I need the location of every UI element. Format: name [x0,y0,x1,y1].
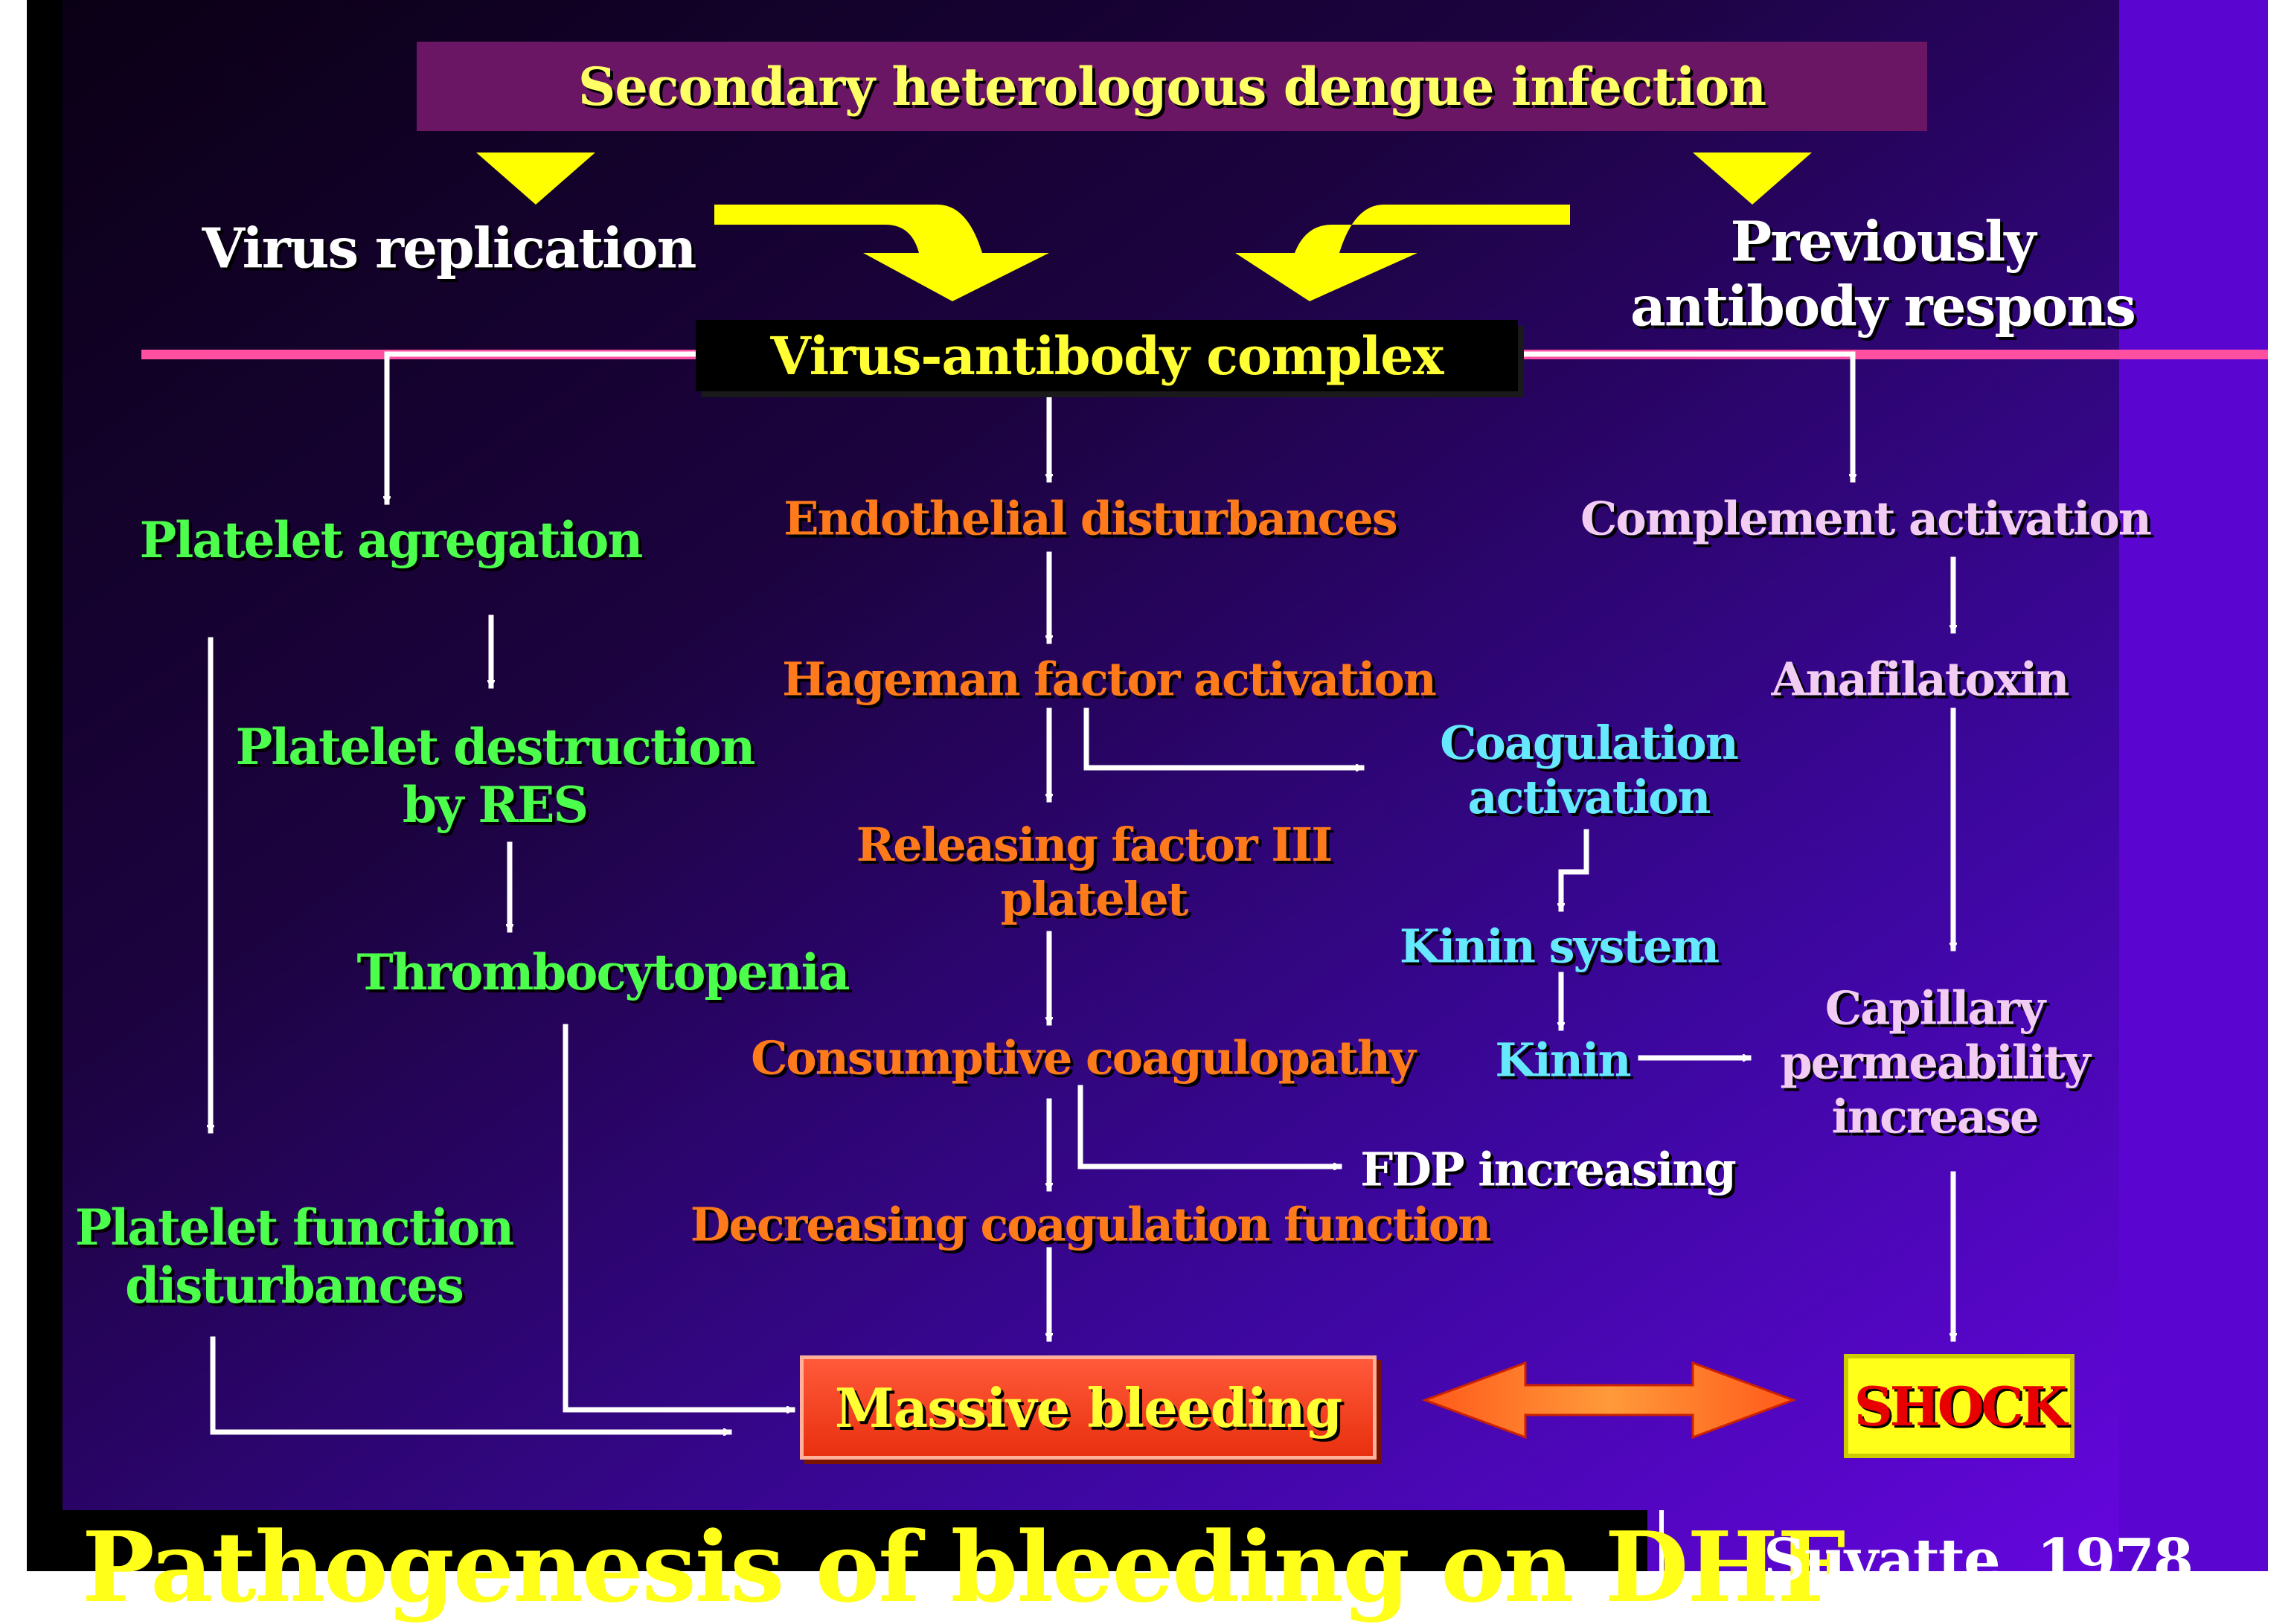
virus-antibody-complex-label: Virus-antibody complex [770,324,1444,387]
footer-title: Pathogenesis of bleeding on DHF [82,1510,1846,1624]
connector-function-to-bleeding [210,1336,732,1432]
capillary-label: Capillary permeability increase [1780,981,2090,1144]
footer-separator [1659,1510,1664,1571]
curved-arrow-left [714,205,1049,301]
previously-antibody-label: Previously antibody respons [1630,210,2136,339]
coagulation-activation-label: Coagulation activation [1440,715,1739,824]
massive-bleeding-box: Massive bleeding [800,1355,1377,1460]
connector-coagulation-to-kinin-system [1561,829,1589,912]
kinin-system-label: Kinin system [1399,919,1720,974]
title-bar: Secondary heterologous dengue infection [417,42,1927,131]
hageman-label: Hageman factor activation [782,652,1437,707]
releasing-factor-label: Releasing factor III platelet [856,817,1333,926]
complement-label: Complement activation [1580,491,2152,546]
virus-antibody-complex-box: Virus-antibody complex [696,320,1518,391]
arrow-down-left [476,153,595,205]
double-arrow-bleeding-shock [1421,1361,1797,1440]
platelet-destruction-label: Platelet destruction by RES [235,718,756,834]
connector-hageman-to-coagulation [1083,707,1365,768]
slide-background [27,0,2268,1571]
right-edge-strip [2119,0,2268,1571]
footer-title-bar [63,1510,1647,1571]
platelet-function-label: Platelet function disturbances [74,1198,515,1315]
diagram-title: Secondary heterologous dengue infection [577,55,1766,118]
left-edge-strip [27,0,63,1571]
decreasing-coagulation-label: Decreasing coagulation function [690,1197,1492,1252]
arrow-down-right [1693,153,1812,205]
fdp-label: FDP increasing [1360,1142,1737,1197]
kinin-label: Kinin [1495,1033,1631,1088]
diagram-canvas [27,0,2268,1571]
curved-arrow-right [1235,205,1570,301]
connector-thrombo-to-bleeding [563,1024,795,1410]
virus-replication-label: Virus replication [202,216,697,281]
consumptive-label: Consumptive coagulopathy [751,1030,1416,1085]
connector-complex-to-complement [1515,351,1853,483]
connector-consumptive-to-fdp [1077,1085,1342,1166]
shock-label: SHOCK [1854,1374,2068,1438]
massive-bleeding-label: Massive bleeding [834,1376,1342,1440]
platelet-agregation-label: Platelet agregation [139,511,644,570]
anafilatoxin-label: Anafilatoxin [1771,652,2070,707]
thrombocytopenia-label: Thrombocytopenia [356,943,850,1002]
footer-author: Suvatte, 1978 [1763,1527,2194,1594]
shock-box: SHOCK [1844,1354,2074,1458]
endothelial-label: Endothelial disturbances [784,491,1398,546]
connector-complex-to-platelet [387,351,699,505]
